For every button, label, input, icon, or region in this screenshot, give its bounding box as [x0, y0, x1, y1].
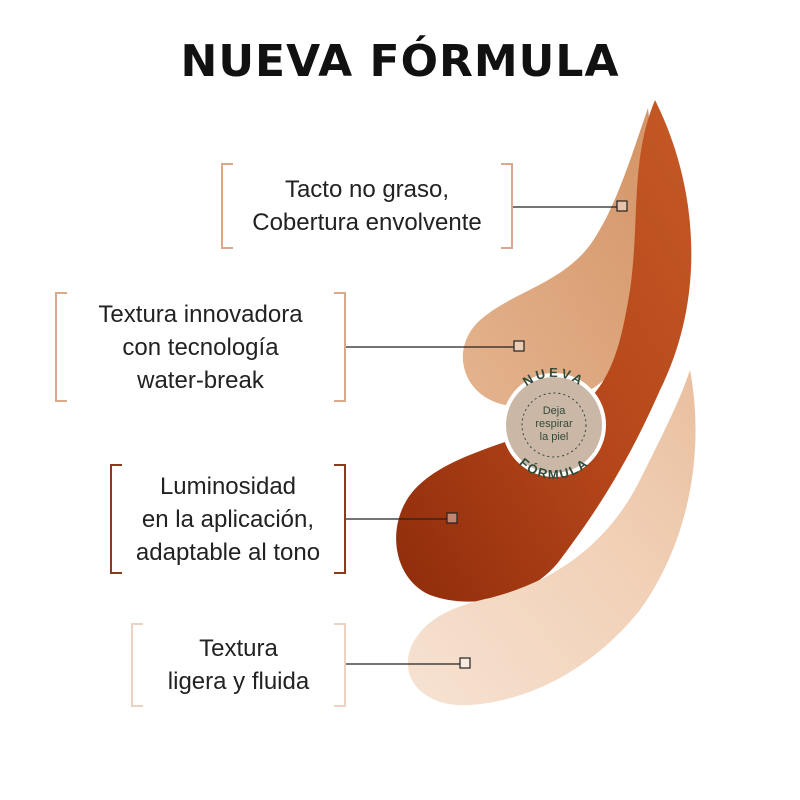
callout-luminosidad-line-3: adaptable al tono	[135, 538, 321, 566]
callout-tacto: Tacto no graso, Cobertura envolvente	[221, 163, 513, 249]
nueva-formula-badge: NUEVA FÓRMULA Deja respirar la piel	[502, 365, 606, 482]
badge-line-1: Deja	[543, 405, 567, 417]
callout-tacto-line-1: Tacto no graso,	[284, 176, 450, 203]
marker-1	[616, 200, 628, 212]
callout-textura-innovadora-line-2: con tecnología	[122, 333, 279, 361]
callout-textura-ligera: Textura ligera y fluida	[131, 623, 346, 707]
callout-luminosidad-line-1: Luminosidad	[159, 472, 297, 500]
marker-2	[513, 340, 525, 352]
swatch-light	[407, 370, 696, 706]
swatch-dark	[396, 100, 692, 602]
marker-3	[446, 512, 458, 524]
callout-luminosidad: Luminosidad en la aplicación, adaptable …	[110, 464, 346, 574]
page-title: NUEVA FÓRMULA	[180, 36, 620, 87]
badge-line-2: respirar	[535, 418, 573, 430]
swatch-medium	[462, 108, 655, 408]
callout-textura-ligera-line-1: Textura	[199, 635, 278, 662]
badge-line-3: la piel	[540, 431, 569, 443]
marker-4	[459, 657, 471, 669]
callout-textura-ligera-line-2: ligera y fluida	[167, 668, 310, 695]
callout-textura-innovadora-line-1: Textura innovadora	[98, 300, 303, 328]
callout-textura-innovadora: Textura innovadora con tecnología water-…	[55, 292, 346, 402]
callout-luminosidad-line-2: en la aplicación,	[141, 505, 315, 533]
callout-textura-innovadora-line-3: water-break	[137, 366, 264, 394]
callout-tacto-line-2: Cobertura envolvente	[252, 209, 482, 236]
